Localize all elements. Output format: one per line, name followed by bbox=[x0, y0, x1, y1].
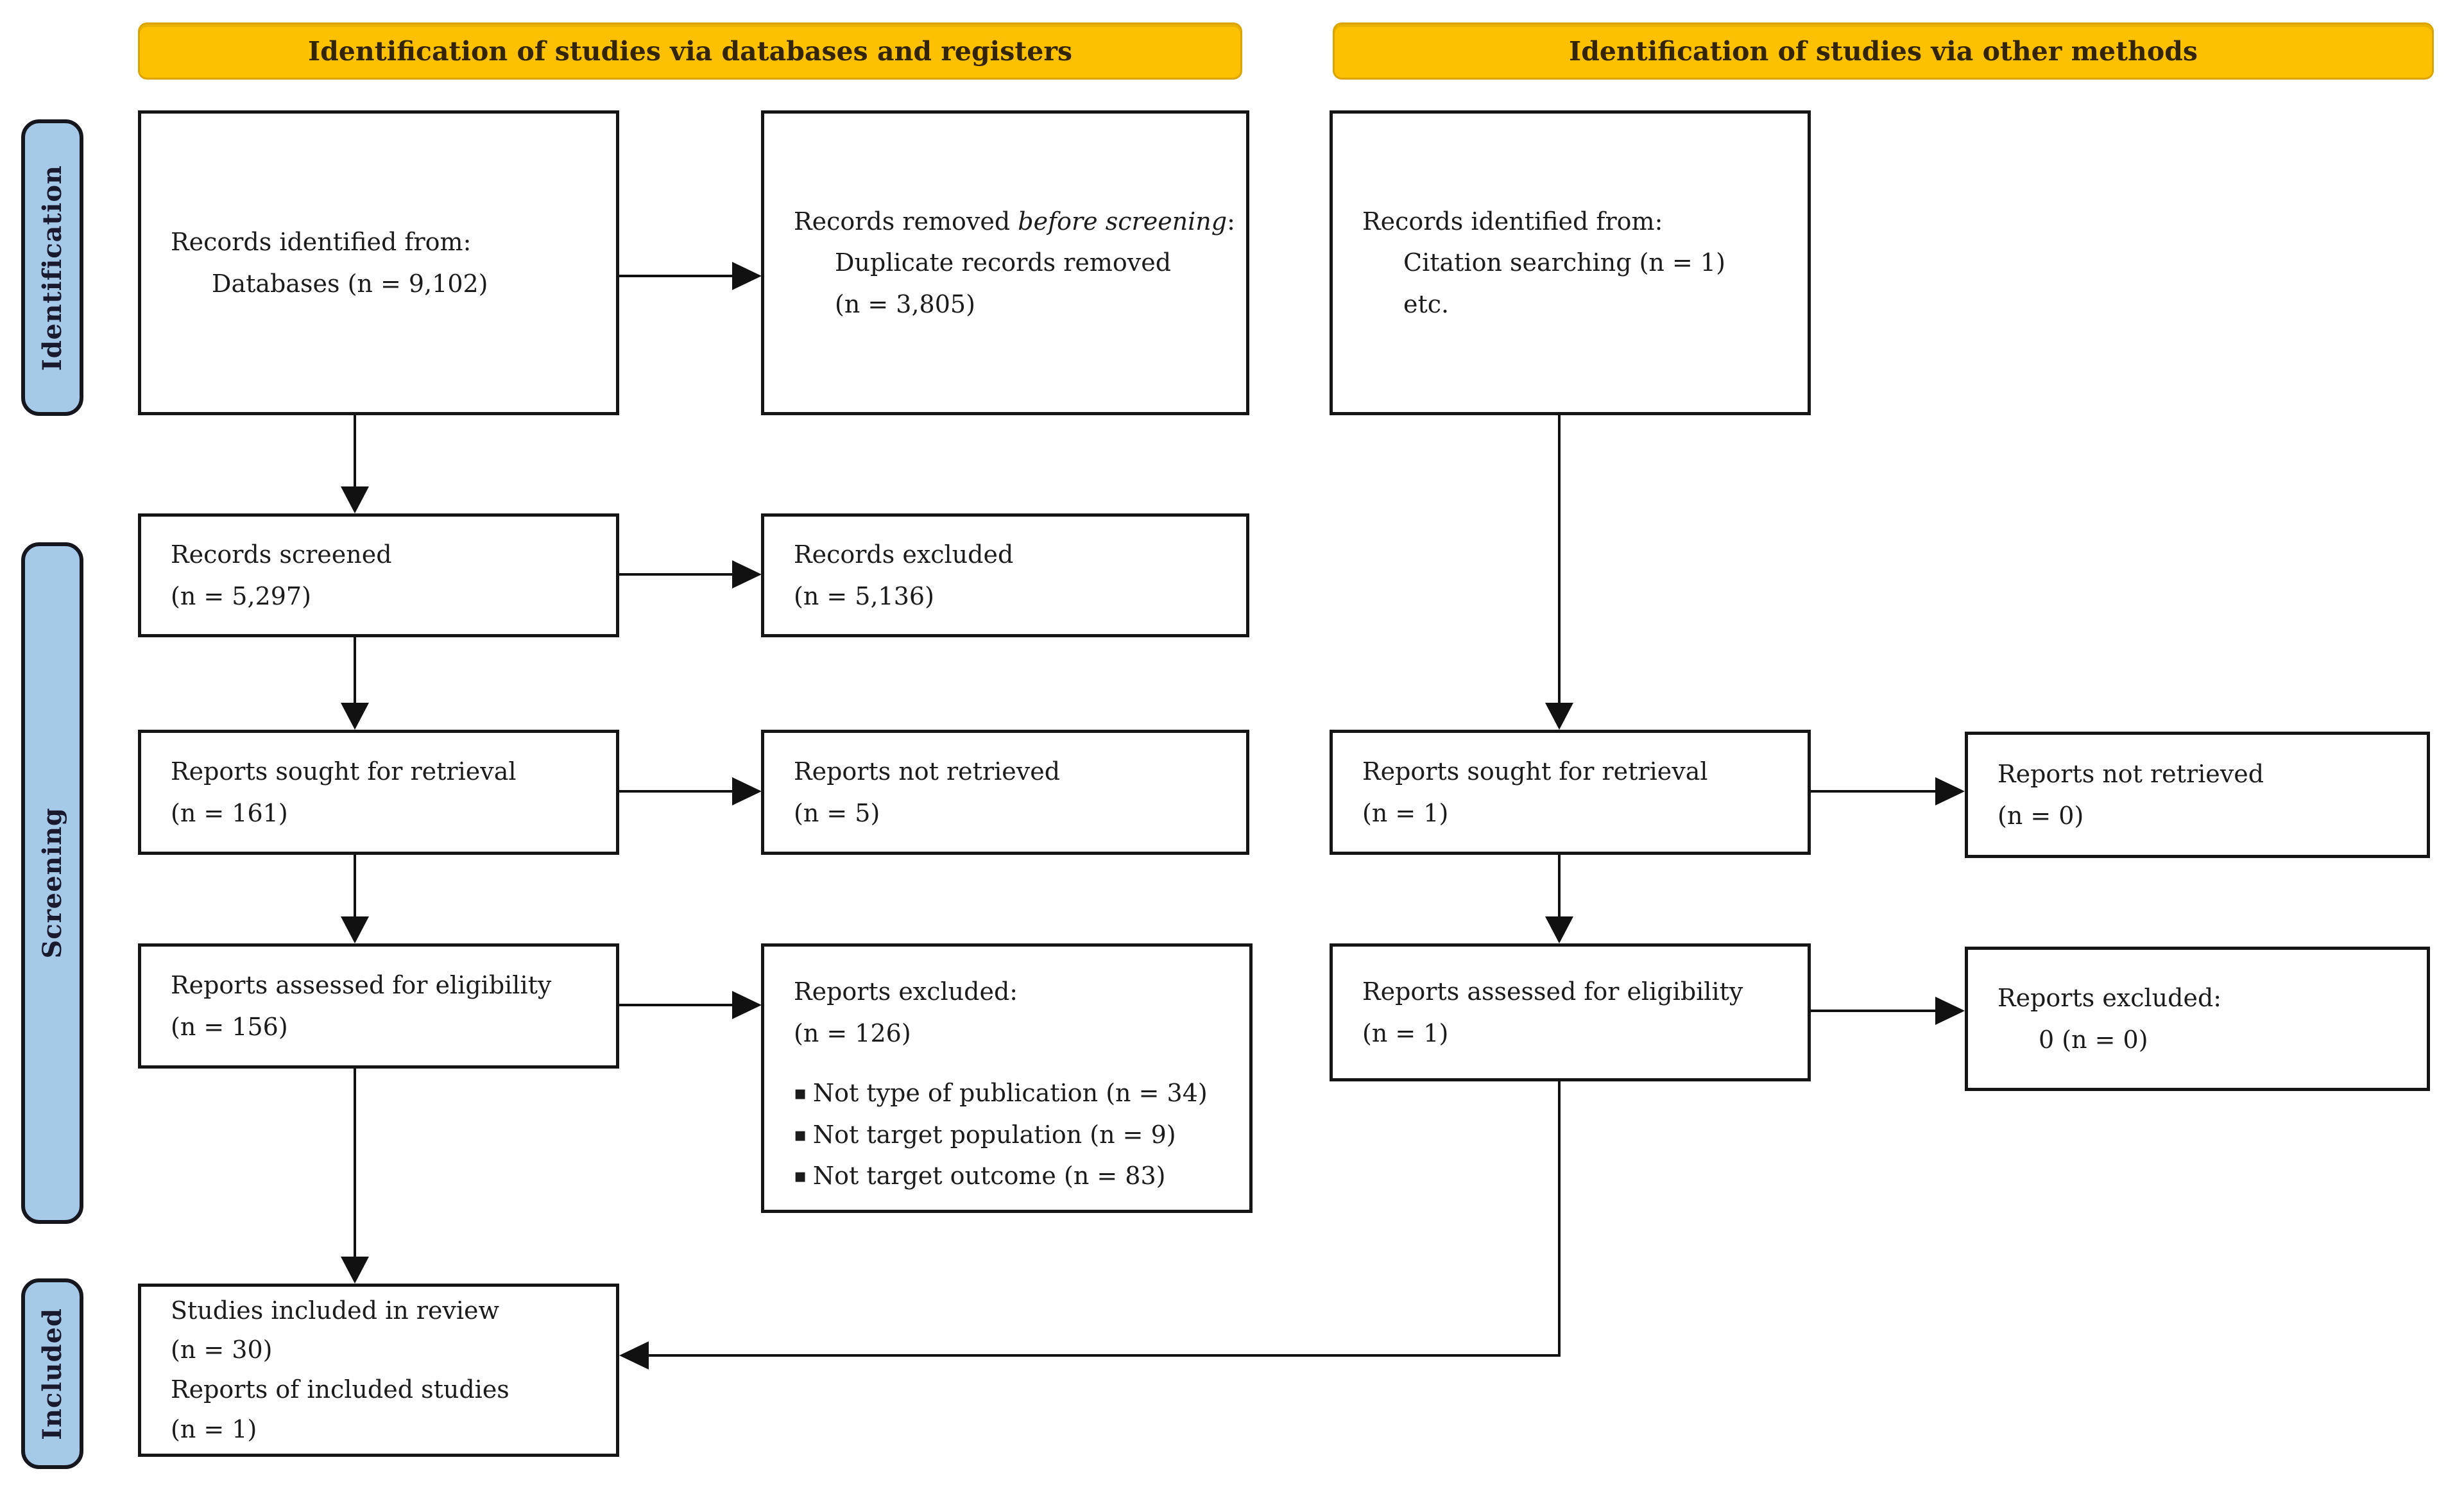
arrow-assessed-to-excluded-db-head bbox=[732, 991, 762, 1019]
box-reports-not-retrieved-other: Reports not retrieved (n = 0) bbox=[1965, 732, 2430, 858]
arrow-assessed-to-excluded-db-line bbox=[619, 1004, 733, 1006]
box-line: Records identified from: bbox=[1362, 207, 1663, 236]
stage-label-identification-text: Identification bbox=[37, 164, 67, 371]
box-line: (n = 1) bbox=[171, 1414, 257, 1443]
banner-databases-registers: Identification of studies via databases … bbox=[138, 22, 1242, 80]
box-line: Reports sought for retrieval bbox=[1362, 757, 1708, 786]
arrow-sought-to-assessed-other-head bbox=[1545, 916, 1573, 943]
banner-other-methods-label: Identification of studies via other meth… bbox=[1569, 35, 2198, 67]
arrow-sought-to-notretrieved-db-head bbox=[732, 777, 762, 805]
box-records-removed-before-screening: Records removed before screening: Duplic… bbox=[761, 110, 1249, 415]
arrow-identified-to-removed-line bbox=[619, 275, 733, 277]
box-line: (n = 126) bbox=[794, 1019, 911, 1047]
box-reports-not-retrieved-databases: Reports not retrieved (n = 5) bbox=[761, 730, 1249, 855]
banner-databases-registers-label: Identification of studies via databases … bbox=[307, 35, 1073, 67]
stage-label-identification: Identification bbox=[21, 119, 83, 416]
box-line: Records identified from: bbox=[171, 227, 472, 256]
exclusion-reason-item: Not target outcome (n = 83) bbox=[794, 1155, 1234, 1197]
stage-label-screening-text: Screening bbox=[37, 807, 67, 959]
arrow-identified-other-to-sought-line bbox=[1558, 415, 1561, 704]
box-line: (n = 5,136) bbox=[794, 581, 934, 610]
stage-label-included: Included bbox=[21, 1278, 83, 1469]
arrow-screened-to-excluded-head bbox=[732, 560, 762, 589]
arrow-sought-to-assessed-other-line bbox=[1558, 855, 1561, 918]
arrow-sought-to-notretrieved-other-line bbox=[1811, 790, 1937, 793]
box-line-part: Records removed bbox=[794, 207, 1018, 236]
box-line: Records screened bbox=[171, 540, 392, 569]
box-line: (n = 1) bbox=[1362, 798, 1449, 827]
arrow-elbow-horizontal bbox=[647, 1354, 1561, 1357]
box-reports-sought-databases: Reports sought for retrieval (n = 161) bbox=[138, 730, 619, 855]
arrow-identified-to-removed-head bbox=[732, 262, 762, 290]
box-line: Citation searching (n = 1) bbox=[1403, 248, 1725, 277]
box-line: Databases (n = 9,102) bbox=[212, 269, 488, 298]
box-line: Records excluded bbox=[794, 540, 1014, 569]
box-line: (n = 1) bbox=[1362, 1019, 1449, 1047]
box-line: etc. bbox=[1403, 289, 1450, 318]
arrow-identified-other-to-sought-head bbox=[1545, 703, 1573, 730]
box-line: Reports assessed for eligibility bbox=[171, 970, 552, 999]
box-line: (n = 5,297) bbox=[171, 581, 311, 610]
box-line: Duplicate records removed bbox=[835, 248, 1172, 277]
box-line: Reports sought for retrieval bbox=[171, 757, 517, 786]
arrow-assessed-to-included-head bbox=[341, 1257, 369, 1284]
arrow-identified-to-screened-line bbox=[354, 415, 356, 488]
box-line: (n = 0) bbox=[1998, 801, 2084, 830]
arrow-assessed-to-excluded-other-head bbox=[1935, 997, 1965, 1025]
box-line: (n = 3,805) bbox=[835, 289, 975, 318]
arrow-assessed-to-excluded-other-line bbox=[1811, 1010, 1937, 1012]
box-reports-excluded-other: Reports excluded: 0 (n = 0) bbox=[1965, 947, 2430, 1091]
exclusion-reason-item: Not type of publication (n = 34) bbox=[794, 1072, 1234, 1114]
arrow-sought-to-notretrieved-db-line bbox=[619, 790, 733, 793]
box-records-screened: Records screened (n = 5,297) bbox=[138, 513, 619, 637]
box-line: Records removed before screening: bbox=[794, 201, 1235, 243]
arrow-elbow-head bbox=[619, 1341, 649, 1370]
box-studies-included: Studies included in review (n = 30) Repo… bbox=[138, 1284, 619, 1457]
box-reports-excluded-databases: Reports excluded: (n = 126) Not type of … bbox=[761, 943, 1253, 1213]
box-records-identified-databases: Records identified from: Databases (n = … bbox=[138, 110, 619, 415]
arrow-screened-to-excluded-line bbox=[619, 573, 733, 576]
arrow-screened-to-sought-head bbox=[341, 703, 369, 730]
box-line: 0 (n = 0) bbox=[2039, 1025, 2148, 1054]
box-line: (n = 5) bbox=[794, 798, 880, 827]
box-reports-sought-other: Reports sought for retrieval (n = 1) bbox=[1330, 730, 1811, 855]
stage-label-included-text: Included bbox=[37, 1307, 67, 1440]
arrow-sought-to-assessed-db-line bbox=[354, 855, 356, 918]
box-line: Reports assessed for eligibility bbox=[1362, 977, 1743, 1006]
box-line-part-italic: before screening bbox=[1018, 207, 1228, 236]
box-records-excluded: Records excluded (n = 5,136) bbox=[761, 513, 1249, 637]
box-line: Reports not retrieved bbox=[1998, 759, 2264, 788]
box-line: (n = 156) bbox=[171, 1012, 288, 1041]
box-reports-assessed-databases: Reports assessed for eligibility (n = 15… bbox=[138, 943, 619, 1069]
box-line: Reports excluded: bbox=[794, 977, 1018, 1006]
box-line: Reports not retrieved bbox=[794, 757, 1061, 786]
box-line: (n = 30) bbox=[171, 1336, 273, 1364]
arrow-assessed-to-included-line bbox=[354, 1069, 356, 1258]
exclusion-reason-item: Not target population (n = 9) bbox=[794, 1114, 1234, 1156]
spacer bbox=[794, 1054, 1234, 1072]
arrow-identified-to-screened-head bbox=[341, 486, 369, 513]
arrow-elbow-vertical bbox=[1558, 1081, 1561, 1357]
box-line: Studies included in review bbox=[171, 1296, 500, 1325]
box-records-identified-other: Records identified from: Citation search… bbox=[1330, 110, 1811, 415]
box-line: Reports of included studies bbox=[171, 1375, 509, 1404]
box-line-part: : bbox=[1227, 207, 1235, 236]
arrow-sought-to-notretrieved-other-head bbox=[1935, 777, 1965, 805]
stage-label-screening: Screening bbox=[21, 542, 83, 1224]
arrow-sought-to-assessed-db-head bbox=[341, 916, 369, 943]
box-line: Reports excluded: bbox=[1998, 983, 2222, 1012]
arrow-screened-to-sought-line bbox=[354, 637, 356, 704]
banner-other-methods: Identification of studies via other meth… bbox=[1333, 22, 2434, 80]
box-reports-assessed-other: Reports assessed for eligibility (n = 1) bbox=[1330, 943, 1811, 1081]
box-line: (n = 161) bbox=[171, 798, 288, 827]
